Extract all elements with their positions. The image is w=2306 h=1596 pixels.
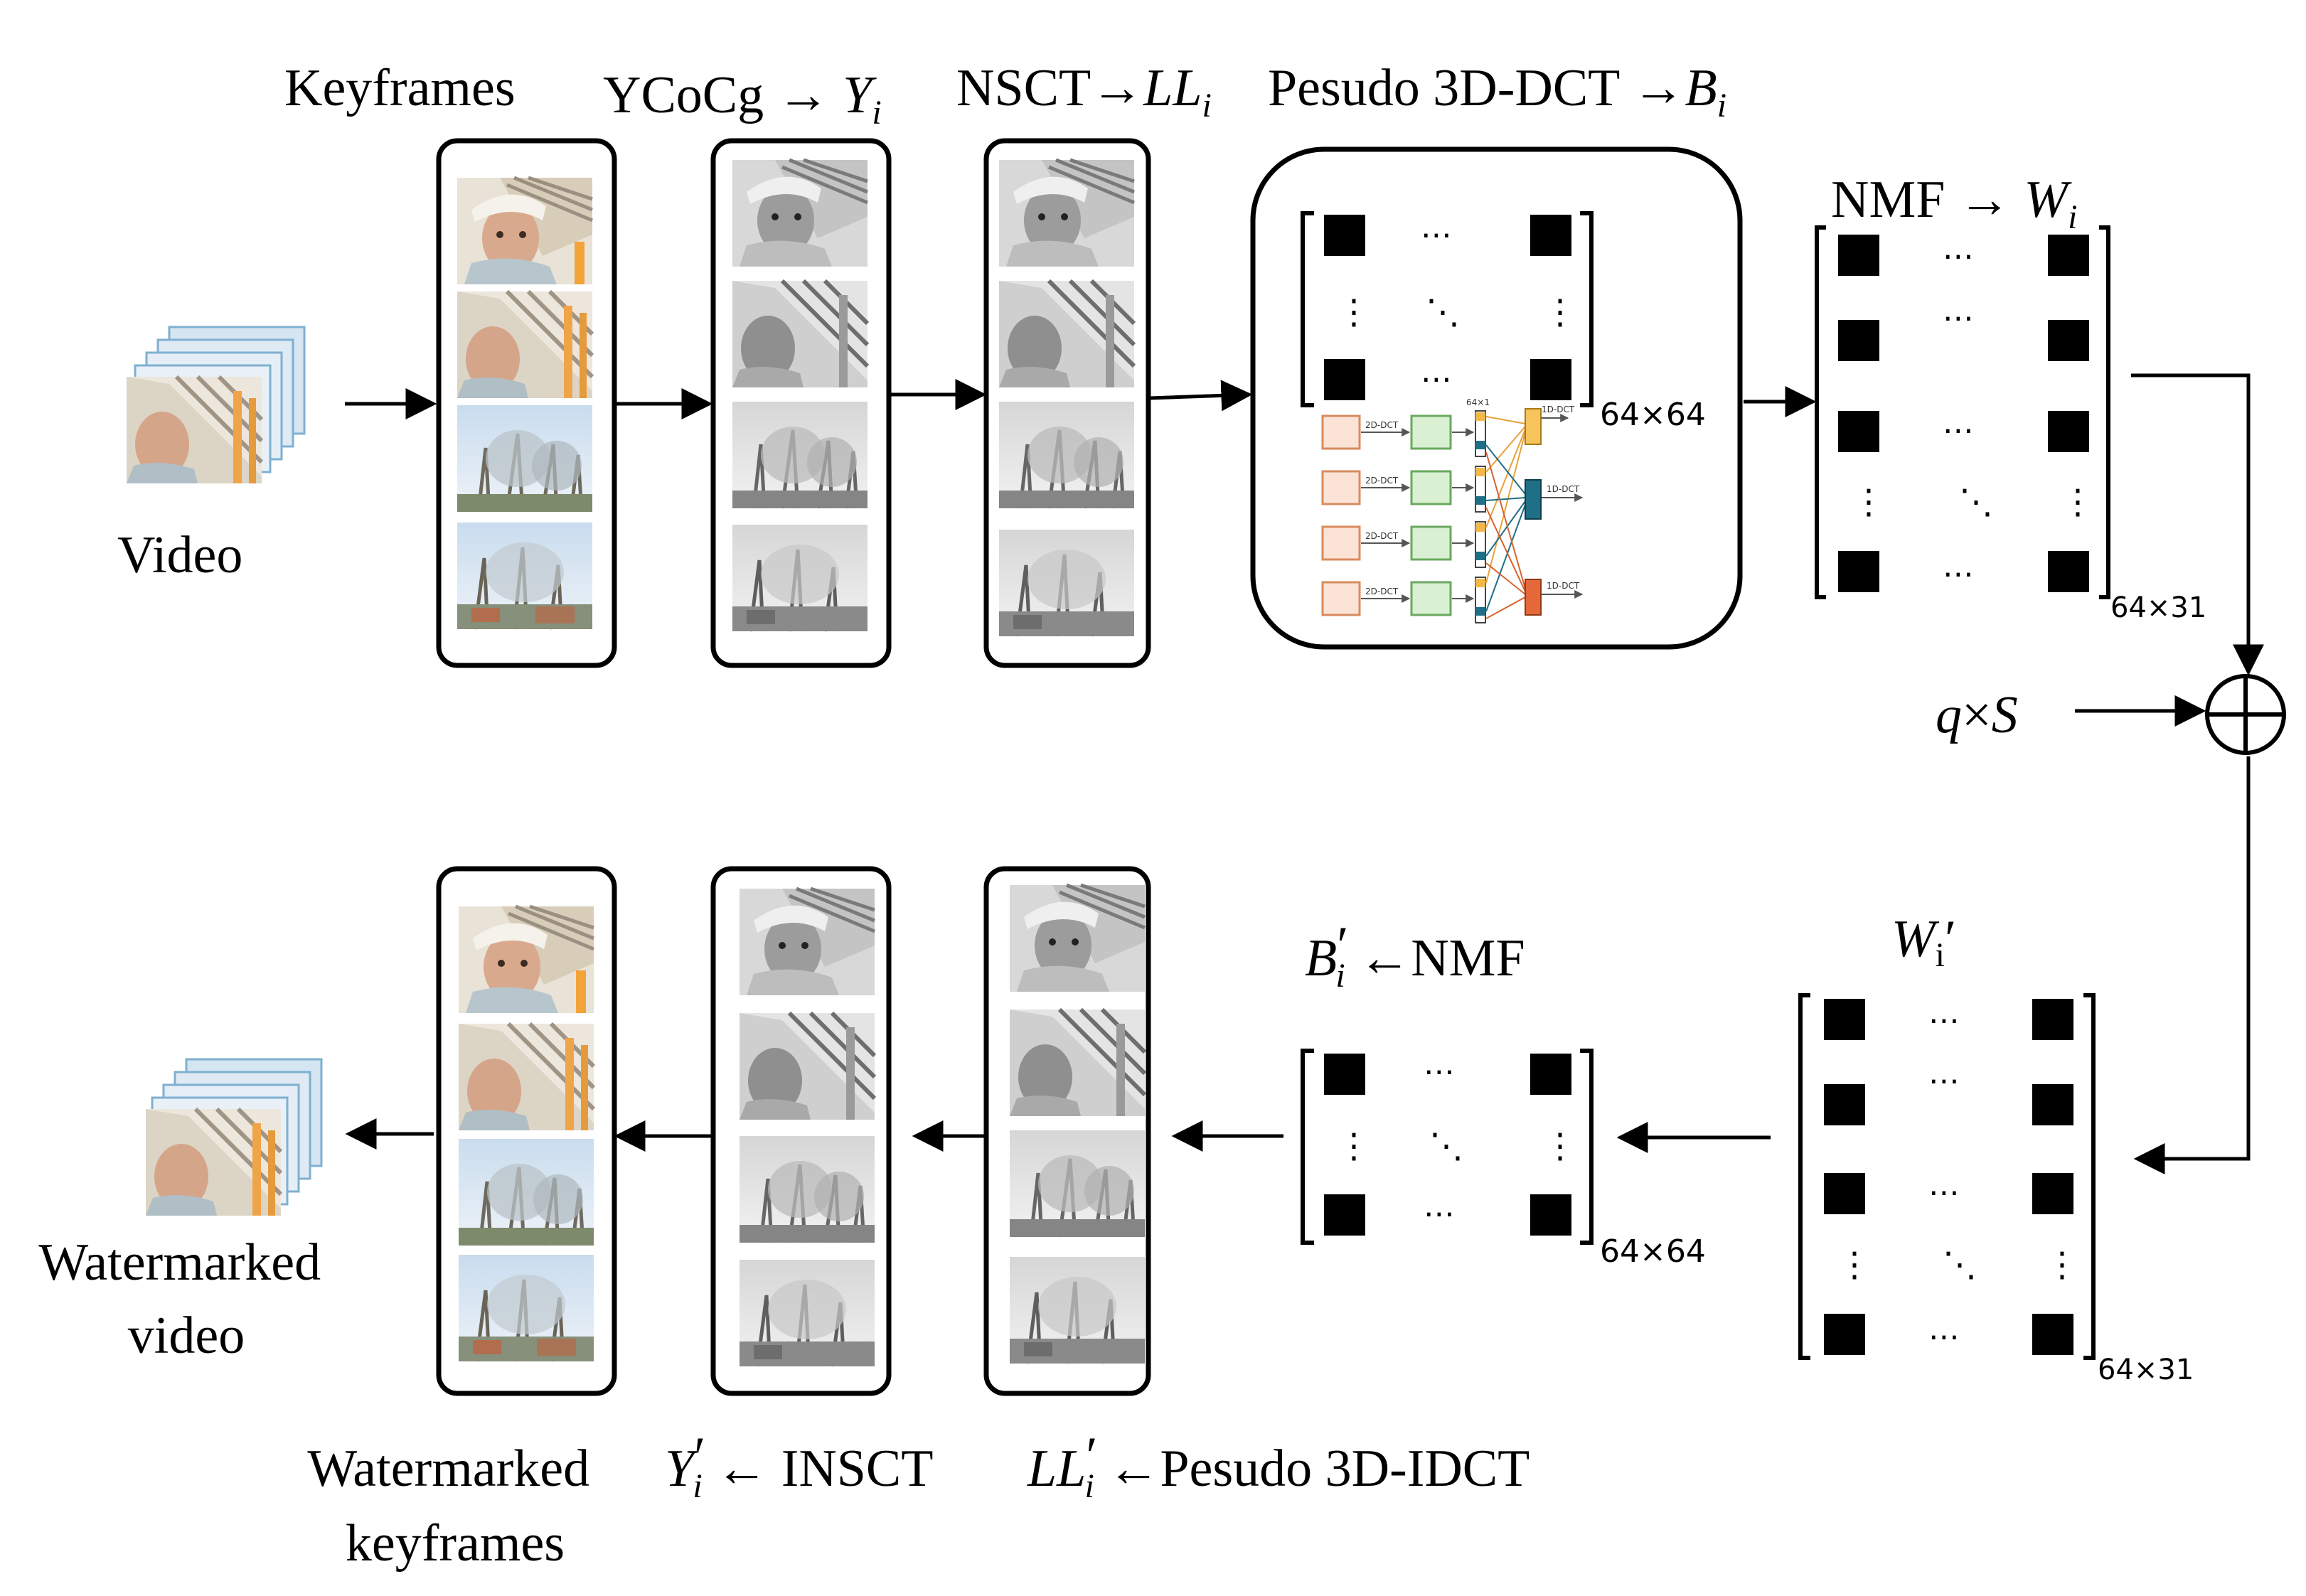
watermarked-video-label: Watermarked video	[38, 1233, 333, 1365]
insct-label: Y′i ← INSCT	[665, 1427, 934, 1505]
nsct-label: NSCT→LLi	[956, 59, 1212, 124]
svg-text:⋯: ⋯	[1424, 1054, 1455, 1090]
pseudo-3d-idct-label: LL′i ←Pesudo 3D-IDCT	[1027, 1427, 1530, 1505]
svg-text:⋯: ⋯	[1943, 300, 1974, 336]
nmf-label: NMF → Wi	[1831, 171, 2077, 236]
ycocg-label: YCoCg → Yi	[603, 66, 882, 132]
svg-text:⋯: ⋯	[1943, 412, 1974, 449]
svg-text:2D-DCT: 2D-DCT	[1365, 587, 1399, 596]
svg-text:⋯: ⋯	[1928, 1319, 1960, 1355]
w-matrix: ⋯ ⋯ ⋯ ⋯ ⋮ ⋮ ⋱	[1815, 225, 2110, 599]
svg-text:⋮: ⋮	[1837, 1245, 1872, 1285]
svg-text:64×1: 64×1	[1466, 397, 1490, 407]
svg-text:⋯: ⋯	[1928, 1002, 1960, 1039]
svg-text:⋮: ⋮	[1337, 292, 1371, 332]
svg-text:1D-DCT: 1D-DCT	[1547, 581, 1580, 591]
y-channel-strip	[710, 138, 892, 668]
svg-text:1D-DCT: 1D-DCT	[1547, 484, 1580, 494]
svg-text:⋱: ⋱	[1959, 482, 1993, 522]
spatial-blocks	[1321, 414, 1361, 616]
dct2d-blocks	[1410, 414, 1452, 616]
svg-text:⋯: ⋯	[1943, 238, 1974, 274]
svg-text:⋮: ⋮	[2061, 482, 2095, 522]
watermarked-keyframes-label: Watermarked keyframes	[307, 1440, 602, 1573]
svg-text:⋱: ⋱	[1943, 1245, 1977, 1285]
svg-text:⋮: ⋮	[1852, 482, 1886, 522]
w-matrix-size: 64×31	[2110, 591, 2206, 624]
svg-text:⋯: ⋯	[1928, 1174, 1960, 1211]
y-prime-strip	[710, 866, 892, 1396]
svg-text:⋮: ⋮	[2045, 1245, 2079, 1285]
pseudo-3d-dct-label: Pesudo 3D-DCT →Bi	[1268, 59, 1726, 124]
b-prime-matrix-size: 64×64	[1600, 1233, 1706, 1270]
watermarked-video-stack-icon	[146, 1058, 323, 1216]
video-stack-icon	[127, 326, 306, 483]
svg-text:⋯: ⋯	[1421, 361, 1452, 397]
svg-text:⋯: ⋯	[1424, 1196, 1455, 1232]
svg-text:⋮: ⋮	[1543, 1126, 1577, 1166]
keyframes-label: Keyframes	[284, 59, 516, 117]
svg-text:2D-DCT: 2D-DCT	[1365, 420, 1399, 430]
svg-text:⋱: ⋱	[1426, 292, 1460, 332]
svg-text:⋯: ⋯	[1943, 556, 1974, 592]
watermarked-keyframes-strip	[436, 866, 617, 1396]
adder-symbol	[2205, 674, 2286, 755]
q-times-s-label: q×S	[1936, 686, 2018, 744]
b-matrix: ⋯ ⋯ ⋮ ⋮ ⋱	[1301, 211, 1594, 407]
svg-text:⋮: ⋮	[1337, 1126, 1371, 1166]
w-prime-matrix-size: 64×31	[2098, 1354, 2194, 1386]
dct-schematic: 2D-DCT 2D-DCT 2D-DCT 2D-DCT 64×1	[1321, 397, 1584, 623]
w-prime-matrix: ⋯ ⋯ ⋯ ⋯ ⋮ ⋮ ⋱	[1798, 993, 2096, 1360]
video-label: Video	[117, 526, 242, 584]
b-matrix-size: 64×64	[1600, 397, 1706, 433]
b-prime-matrix: ⋯ ⋯ ⋮ ⋮ ⋱	[1301, 1049, 1594, 1245]
coefficient-vectors	[1475, 410, 1486, 623]
svg-text:2D-DCT: 2D-DCT	[1365, 531, 1399, 541]
b-prime-label: B′i ←NMF	[1305, 916, 1525, 995]
ll-subband-strip	[983, 138, 1151, 668]
pseudo-3d-dct-box: ⋯ ⋯ ⋮ ⋮ ⋱ 64×64	[1250, 146, 1743, 650]
svg-text:⋯: ⋯	[1421, 217, 1452, 253]
svg-text:⋯: ⋯	[1928, 1063, 1960, 1099]
svg-text:2D-DCT: 2D-DCT	[1365, 476, 1399, 486]
w-prime-label: Wi′	[1891, 910, 1956, 974]
keyframes-strip	[436, 138, 617, 668]
svg-text:⋱: ⋱	[1429, 1126, 1463, 1166]
svg-text:⋮: ⋮	[1543, 292, 1577, 332]
connectors	[345, 373, 2264, 1174]
ll-prime-strip	[983, 866, 1151, 1396]
svg-text:1D-DCT: 1D-DCT	[1542, 405, 1575, 414]
